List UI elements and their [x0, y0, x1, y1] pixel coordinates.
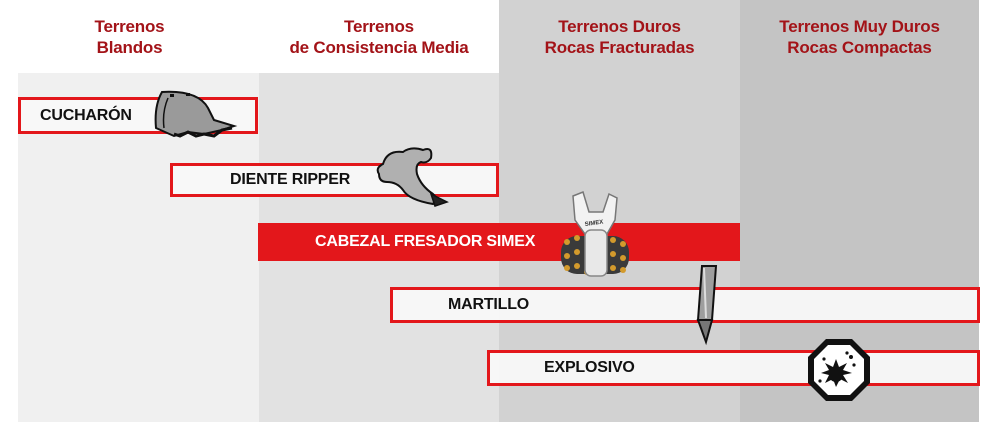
- ripper-tooth-icon: [376, 147, 449, 207]
- column-soft-terrain: Terrenos Blandos: [0, 0, 259, 422]
- column-header-line2: Blandos: [96, 37, 163, 57]
- column-header: Terrenos Blandos: [0, 0, 259, 73]
- tool-label: CABEZAL FRESADOR SIMEX: [315, 233, 536, 250]
- column-header-line1: Terrenos: [94, 16, 165, 36]
- milling-head-icon: SIMEX: [561, 190, 629, 277]
- tool-bar-explosive: EXPLOSIVO: [487, 350, 980, 386]
- column-header: Terrenos Muy Duros Rocas Compactas: [740, 0, 979, 73]
- bucket-icon: [154, 90, 238, 138]
- tool-label: EXPLOSIVO: [544, 359, 635, 376]
- column-header-line1: Terrenos Duros: [558, 16, 681, 36]
- column-header: Terrenos de Consistencia Media: [259, 0, 499, 73]
- tool-label: CUCHARÓN: [40, 106, 132, 124]
- tool-bar-hammer: MARTILLO: [390, 287, 980, 323]
- column-header-line1: Terrenos: [344, 16, 414, 36]
- column-header-line2: de Consistencia Media: [289, 37, 469, 57]
- tool-bar-ripper: DIENTE RIPPER: [170, 163, 499, 197]
- tool-label: DIENTE RIPPER: [230, 171, 351, 188]
- column-header-line2: Rocas Compactas: [787, 37, 932, 57]
- explosive-hazard-icon: [808, 339, 870, 401]
- hammer-chisel-icon: [696, 265, 718, 346]
- column-header-line1: Terrenos Muy Duros: [779, 16, 940, 36]
- tool-bar-milling-head: CABEZAL FRESADOR SIMEX: [258, 223, 740, 261]
- column-header-line2: Rocas Fracturadas: [544, 37, 695, 57]
- tool-label: MARTILLO: [448, 296, 530, 313]
- column-header: Terrenos Duros Rocas Fracturadas: [499, 0, 740, 73]
- milling-head-brand: SIMEX: [584, 219, 603, 228]
